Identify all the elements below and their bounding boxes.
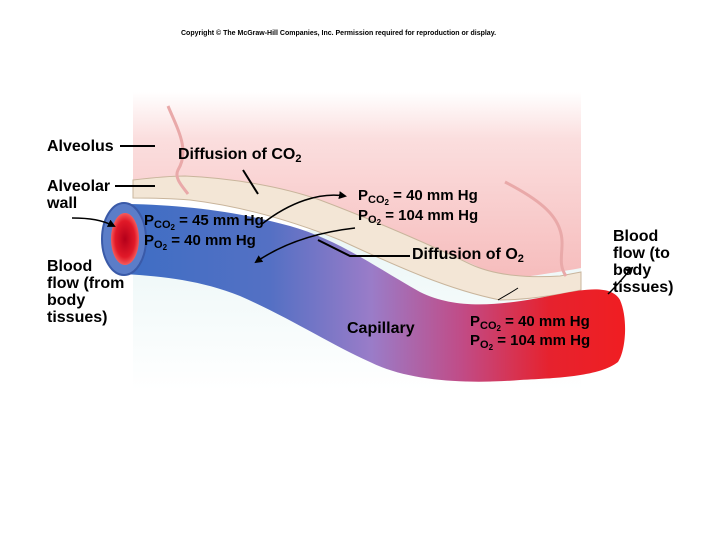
diffusion-o2-leader-line	[317, 239, 410, 257]
diffusion-co2-text: Diffusion of CO	[178, 146, 296, 163]
blood-in-label-line3: body	[47, 292, 86, 309]
arterial-po2: PO2 = 104 mm Hg	[470, 332, 591, 353]
two-subscript: 2	[162, 243, 168, 252]
o-subscript: O	[480, 339, 489, 351]
p-symbol: P	[470, 313, 481, 330]
alveolar-wall-label-line2: wall	[47, 195, 78, 212]
alveolar-pco2-value: = 40 mm Hg	[393, 187, 478, 204]
o-subscript: O	[368, 214, 377, 226]
blood-in-label-line4: tissues)	[47, 309, 108, 326]
o2-diffusion-arrow	[254, 227, 356, 264]
two-subscript: 2	[376, 218, 382, 227]
venous-pco2: PCO2 = 45 mm Hg	[144, 212, 264, 233]
arterial-pco2-value: = 40 mm Hg	[505, 313, 590, 330]
venous-po2: PO2 = 40 mm Hg	[144, 232, 256, 253]
blood-in-label-line1: Blood	[47, 258, 93, 275]
alveolar-wall-label-line1: Alveolar	[47, 178, 111, 195]
alveolar-po2: PO2 = 104 mm Hg	[358, 207, 479, 228]
co-subscript: CO	[154, 219, 171, 231]
two-subscript: 2	[170, 223, 175, 232]
two-subscript: 2	[488, 343, 494, 352]
blood-out-label-line4: tissues)	[613, 279, 674, 296]
blood-out-label-line1: Blood	[613, 228, 659, 245]
p-symbol: P	[470, 332, 481, 349]
blood-out-arrow	[607, 266, 634, 295]
blood-in-label-line2: flow (from	[47, 275, 125, 292]
venous-pco2-value: = 45 mm Hg	[179, 212, 264, 229]
blood-out-label-line2: flow (to	[613, 245, 670, 262]
blood-in-arrow	[71, 217, 116, 227]
o-subscript: O	[154, 239, 163, 251]
alveolar-po2-value: = 104 mm Hg	[385, 207, 479, 224]
diffusion-co2-subscript: 2	[295, 153, 302, 165]
co2-diffusion-arrow	[261, 191, 347, 225]
diffusion-co2-label: Diffusion of CO2	[178, 146, 301, 165]
capillary-label: Capillary	[347, 320, 415, 337]
venous-po2-value: = 40 mm Hg	[171, 232, 256, 249]
alveolar-septum-left	[166, 105, 190, 195]
arterial-pco2: PCO2 = 40 mm Hg	[470, 313, 590, 334]
diffusion-o2-label: Diffusion of O2	[412, 246, 524, 265]
co-subscript: CO	[480, 320, 497, 332]
copyright-notice: Copyright © The McGraw-Hill Companies, I…	[181, 30, 497, 37]
co-subscript: CO	[368, 194, 385, 206]
two-subscript: 2	[384, 198, 389, 207]
p-symbol: P	[358, 187, 369, 204]
alveolar-wall	[132, 175, 582, 301]
capillary-body	[118, 204, 626, 382]
alveolar-pco2: PCO2 = 40 mm Hg	[358, 187, 478, 208]
alveolar-septum-right	[504, 180, 568, 277]
diffusion-o2-subscript: 2	[517, 253, 524, 265]
arterial-leader-line	[497, 287, 519, 301]
alveolus-air	[133, 92, 581, 280]
arterial-po2-value: = 104 mm Hg	[497, 332, 591, 349]
p-symbol: P	[144, 232, 155, 249]
p-symbol: P	[144, 212, 155, 229]
two-subscript: 2	[496, 324, 501, 333]
capillary-lumen	[111, 213, 139, 265]
diffusion-co2-leader-line	[242, 169, 259, 195]
diffusion-o2-text: Diffusion of O	[412, 246, 518, 263]
alveolus-label: Alveolus	[47, 138, 114, 155]
p-symbol: P	[358, 207, 369, 224]
blood-out-label-line3: body	[613, 262, 652, 279]
